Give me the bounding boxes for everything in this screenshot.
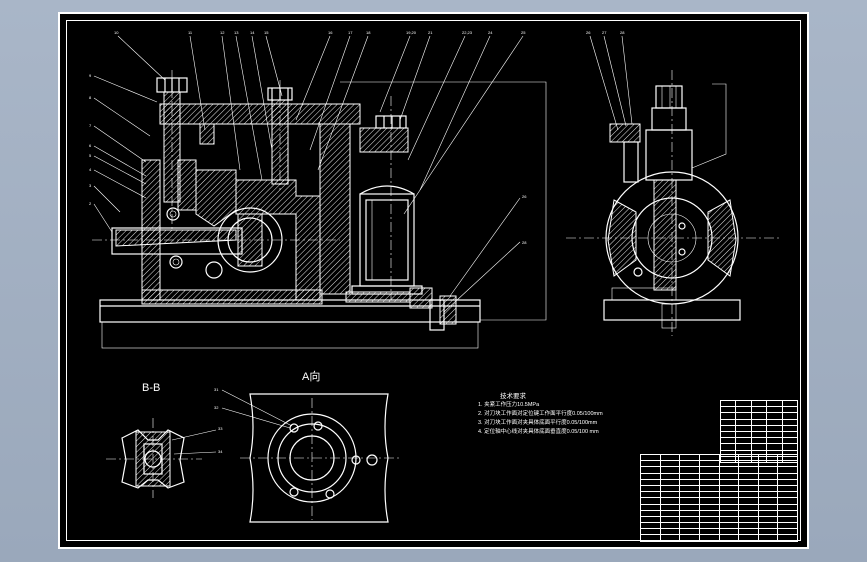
section-bb-view [106,418,217,498]
svg-text:5: 5 [89,153,92,158]
svg-text:16: 16 [328,30,333,35]
svg-text:34: 34 [218,449,223,454]
section-bb-label: B-B [142,382,161,394]
svg-text:14: 14 [250,30,255,35]
parts-list-cell [718,534,740,542]
parts-list-cell [659,534,681,542]
svg-text:4: 4 [89,167,92,172]
parts-list-cell [640,534,661,542]
parts-list-cell [679,534,700,542]
svg-text:31: 31 [214,387,219,392]
tech-note-item: 4. 定位轴中心线对夹具体底面垂直度0.05/100 mm [478,429,599,435]
parts-list-cell [757,534,779,542]
svg-text:8: 8 [89,95,92,100]
parts-list-row [640,460,798,468]
svg-text:26: 26 [522,194,527,199]
svg-text:9: 9 [89,73,92,78]
tech-note-item: 3. 对刀块工作面对夹具体底面平行度0.05/100mm [478,420,598,426]
svg-text:22,23: 22,23 [462,30,473,35]
svg-text:11: 11 [188,30,193,35]
title-block [640,453,798,542]
side-view: 26 27 28 [566,30,780,336]
svg-text:2: 2 [89,201,92,206]
svg-text:7: 7 [89,123,92,128]
svg-text:28: 28 [620,30,625,35]
parts-list-row [640,484,798,493]
drawing-sheet [58,12,809,549]
parts-list-cell [738,534,759,542]
svg-text:21: 21 [428,30,433,35]
parts-list-cell [777,534,798,542]
svg-text:6: 6 [89,143,92,148]
parts-list-row [640,466,798,474]
svg-text:33: 33 [218,426,223,431]
svg-text:24: 24 [488,30,493,35]
parts-list-row [719,443,799,451]
technical-requirements: 技术要求 1. 夹紧工作压力10.5MPa 2. 对刀块工作面对定位键工作面平行… [478,392,603,437]
svg-text:19,20: 19,20 [406,30,417,35]
svg-text:26: 26 [586,30,591,35]
parts-list-row [640,472,798,480]
svg-text:13: 13 [234,30,239,35]
view-a: 31 32 33 34 [214,387,400,523]
svg-text:10: 10 [114,30,119,35]
svg-text:17: 17 [348,30,353,35]
svg-text:32: 32 [214,405,219,410]
tech-notes-title: 技术要求 [500,393,526,400]
svg-text:12: 12 [220,30,225,35]
svg-text:18: 18 [366,30,371,35]
tech-note-item: 2. 对刀块工作面对定位键工作面平行度0.05/100mm [478,411,603,417]
parts-list-row [640,534,798,542]
svg-text:27: 27 [602,30,607,35]
drawing-frame [66,20,801,541]
parts-list-upper [719,399,799,463]
tech-note-item: 1. 夹紧工作压力10.5MPa [478,402,540,408]
svg-text:15: 15 [264,30,269,35]
svg-text:25: 25 [521,30,526,35]
parts-list-cell [698,534,720,542]
view-a-label: A向 [302,371,321,383]
svg-text:3: 3 [89,183,92,188]
svg-text:28: 28 [522,240,527,245]
